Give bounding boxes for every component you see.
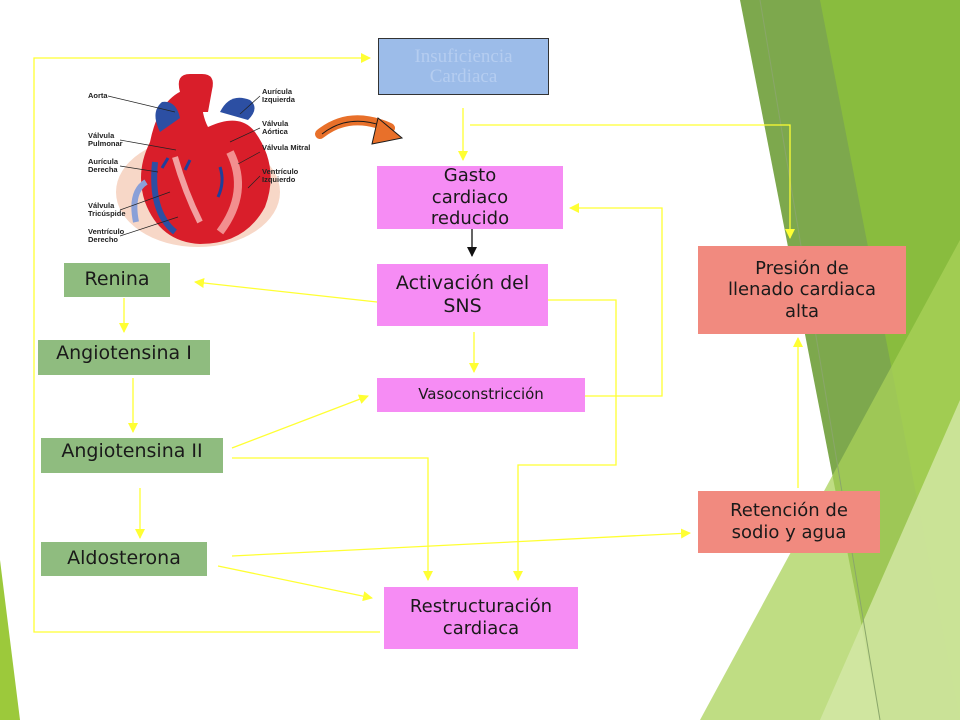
arrow-angio2-to-restructuracion	[232, 457, 433, 581]
node-retencion-label: Retención de sodio y agua	[730, 500, 848, 543]
heart-label-aorta: Aorta	[88, 91, 108, 100]
node-aldosterona: Aldosterona	[41, 542, 207, 576]
node-restructuracion-label: Restructuración cardiaca	[409, 596, 553, 639]
node-restructuracion: Restructuración cardiaca	[384, 587, 578, 649]
node-presion-llenado: Presión de llenado cardiaca alta	[698, 246, 906, 334]
heart-label-auricula-derecha: Aurícula Derecha	[88, 157, 119, 175]
arrow-insuficiencia-to-presion	[470, 124, 795, 239]
heart-label-valvula-tricuspide: Válvula Tricúspide	[88, 201, 126, 219]
node-renina-label: Renina	[84, 268, 150, 291]
left-green-wedge	[0, 560, 20, 720]
arrow-sns-to-renina	[194, 278, 378, 303]
heart-label-valvula-aortica: Válvula Aórtica	[262, 119, 289, 137]
curved-arrow-icon	[315, 115, 404, 145]
arrow-sns-to-restructuracion	[513, 299, 617, 581]
heart-illustration: Aorta Válvula Pulmonar Aurícula Derecha …	[80, 72, 315, 250]
node-vaso-label: Vasoconstricción	[418, 385, 544, 404]
node-retencion-sodio: Retención de sodio y agua	[698, 491, 880, 553]
node-angiotensina-1: Angiotensina I	[38, 340, 210, 375]
node-gasto-label: Gasto cardiaco reducido	[430, 165, 510, 230]
heart-label-valvula-mitral: Válvula Mitral	[262, 143, 311, 152]
heart-drawing	[107, 74, 280, 247]
heart-label-auricula-izquierda: Aurícula Izquierda	[262, 87, 295, 105]
node-renina: Renina	[64, 263, 170, 297]
right-thin-line	[759, 0, 881, 720]
node-angio1-label: Angiotensina I	[56, 342, 192, 364]
node-sns-label: Activación del SNS	[395, 272, 530, 317]
heart-label-ventriculo-derecho: Ventrículo Derecho	[88, 227, 125, 245]
heart-label-ventriculo-izquierdo: Ventrículo Izquierdo	[262, 167, 299, 185]
arrow-restructuracion-to-insuficiencia	[33, 53, 380, 633]
arrow-vaso-to-gasto	[569, 203, 663, 397]
arrow-aldosterona-to-restructuracion	[217, 565, 373, 602]
node-vasoconstriccion: Vasoconstricción	[377, 378, 585, 412]
node-presion-label: Presión de llenado cardiaca alta	[727, 257, 877, 322]
node-angio2-label: Angiotensina II	[61, 440, 203, 462]
arrow-aldosterona-to-retencion	[231, 528, 691, 557]
arrow-angio2-to-vaso	[231, 394, 369, 449]
right-pale-wedge	[820, 400, 960, 720]
node-insuficiencia-label: Insuficiencia Cardiaca	[414, 45, 513, 87]
node-aldosterona-label: Aldosterona	[67, 547, 181, 570]
node-gasto-cardiaco: Gasto cardiaco reducido	[377, 165, 563, 230]
heart-label-valvula-pulmonar: Válvula Pulmonar	[88, 131, 123, 149]
node-insuficiencia-cardiaca: Insuficiencia Cardiaca	[378, 38, 549, 95]
node-activacion-sns: Activación del SNS	[377, 264, 548, 326]
node-angiotensina-2: Angiotensina II	[41, 438, 223, 473]
